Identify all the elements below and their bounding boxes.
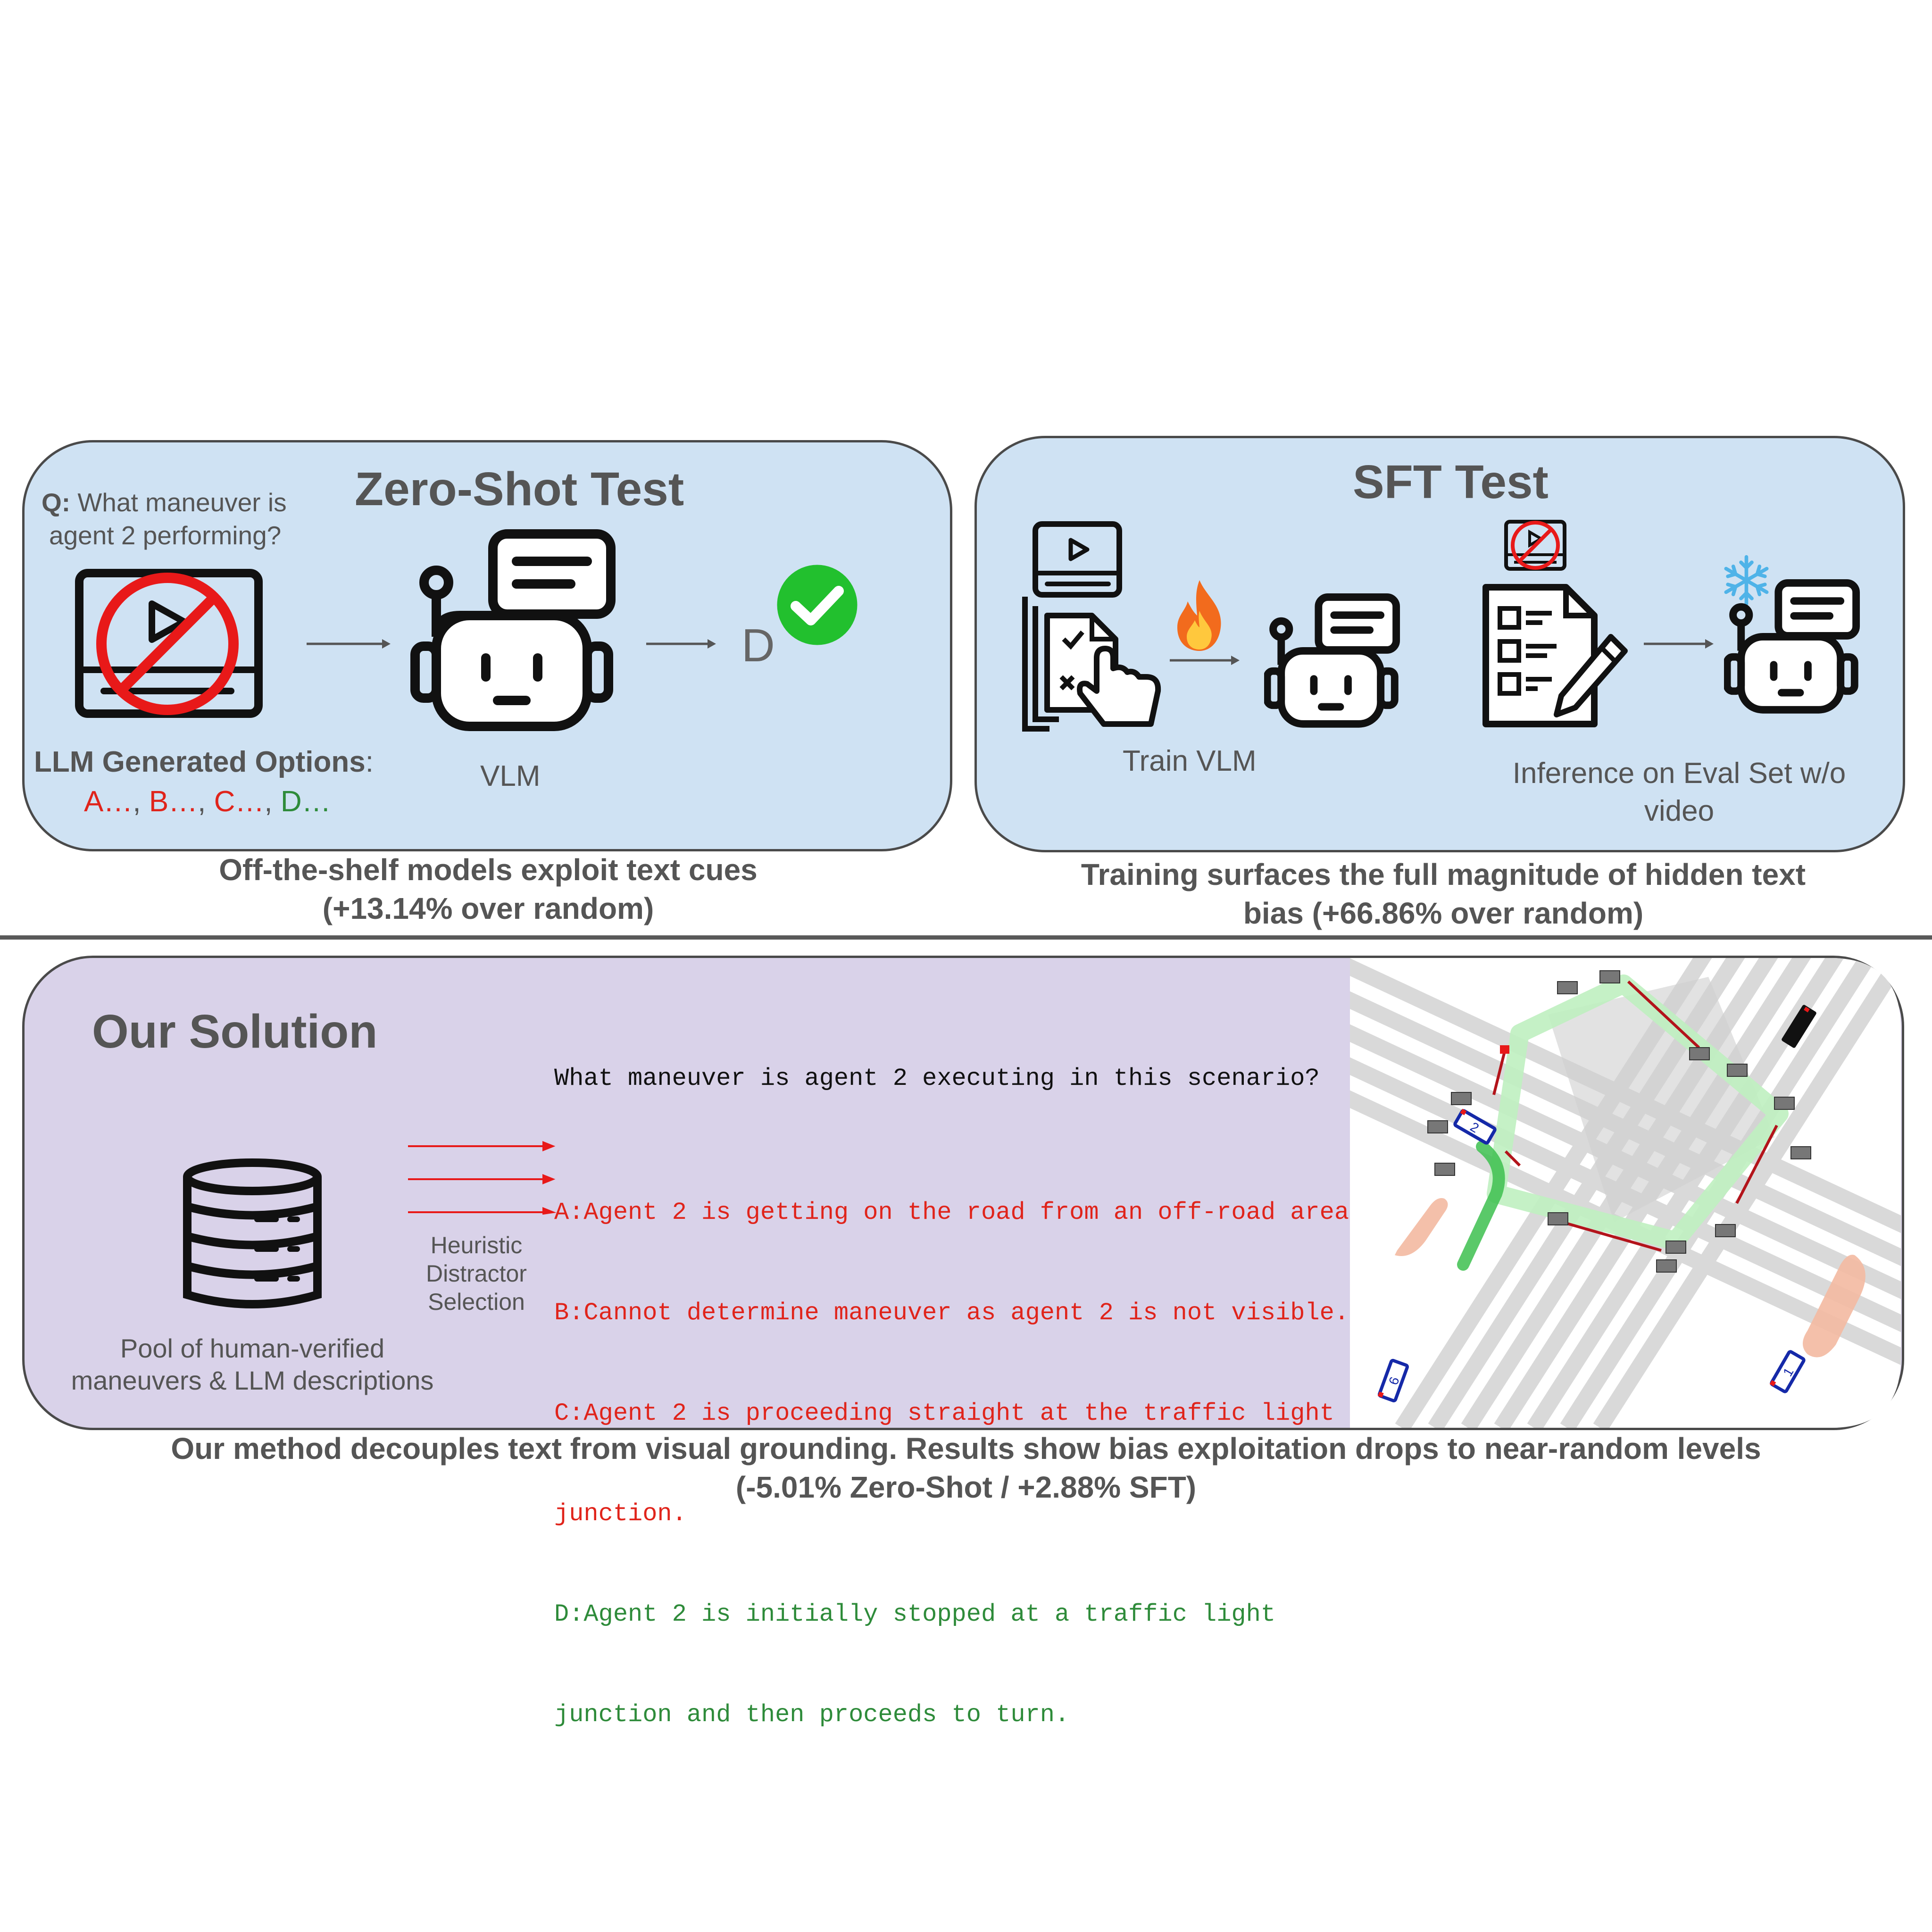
fire-icon xyxy=(1177,580,1221,651)
database-icon xyxy=(183,1158,322,1308)
zero-shot-title: Zero-Shot Test xyxy=(355,463,684,516)
sft-caption: Training surfaces the full magnitude of … xyxy=(1081,858,1806,930)
no-video-icon xyxy=(75,569,263,718)
heuristic-label: Heuristic Distractor Selection xyxy=(426,1232,527,1315)
zero-shot-question: Q: What maneuver is agent 2 performing? xyxy=(42,486,287,552)
solution-caption: Our method decouples text from visual gr… xyxy=(171,1432,1761,1504)
option-d: D… xyxy=(280,785,331,818)
solution-option-a: A:Agent 2 is getting on the road from an… xyxy=(554,1199,1364,1226)
snowflake-icon xyxy=(1724,555,1769,606)
answer-label: D xyxy=(741,619,775,671)
pool-label: Pool of human-verified maneuvers & LLM d… xyxy=(71,1333,434,1395)
question-prefix: Q: xyxy=(42,488,71,517)
frozen-robot-icon xyxy=(1724,579,1860,714)
solution-option-d-cont: junction and then proceeds to turn. xyxy=(554,1701,1070,1729)
arrow-to-answer xyxy=(646,639,716,649)
solution-option-c: C:Agent 2 is proceeding straight at the … xyxy=(554,1399,1334,1427)
arrow-to-train-robot xyxy=(1170,656,1240,665)
solution-options: A:Agent 2 is getting on the road from an… xyxy=(554,1129,1364,1765)
solution-title: Our Solution xyxy=(92,1005,378,1058)
vlm-robot-icon xyxy=(410,529,616,731)
inference-label: Inference on Eval Set w/o video xyxy=(1512,757,1846,827)
zero-shot-caption: Off-the-shelf models exploit text cues (… xyxy=(219,853,758,925)
section-divider xyxy=(0,935,1932,940)
train-vlm-label: Train VLM xyxy=(1123,745,1257,777)
solution-option-c-cont: junction. xyxy=(554,1500,687,1528)
distractor-arrows xyxy=(408,1141,557,1215)
no-video-small-icon xyxy=(1504,520,1566,571)
option-b: B… xyxy=(149,785,198,818)
arrow-to-frozen-robot xyxy=(1644,639,1714,649)
solution-option-b: B:Cannot determine maneuver as agent 2 i… xyxy=(554,1299,1349,1327)
solution-question: What maneuver is agent 2 executing in th… xyxy=(554,1065,1320,1092)
sft-title: SFT Test xyxy=(1353,456,1549,508)
training-data-icon xyxy=(1022,521,1161,732)
solution-option-d: D:Agent 2 is initially stopped at a traf… xyxy=(554,1600,1276,1628)
check-icon xyxy=(777,565,858,645)
train-robot-icon xyxy=(1264,593,1400,728)
vlm-label: VLM xyxy=(480,760,541,792)
question-line-1: What maneuver is xyxy=(70,488,287,517)
options-label: LLM Generated Options: xyxy=(34,746,374,778)
option-c: C… xyxy=(214,785,265,818)
scenario-map: 2 1 6 xyxy=(1350,958,1901,1428)
arrow-to-vlm xyxy=(307,639,391,649)
question-line-2: agent 2 performing? xyxy=(49,521,282,550)
eval-checklist-icon xyxy=(1482,584,1628,727)
options-list: A…, B…, C…, D… xyxy=(84,785,331,818)
option-a: A… xyxy=(84,785,133,818)
